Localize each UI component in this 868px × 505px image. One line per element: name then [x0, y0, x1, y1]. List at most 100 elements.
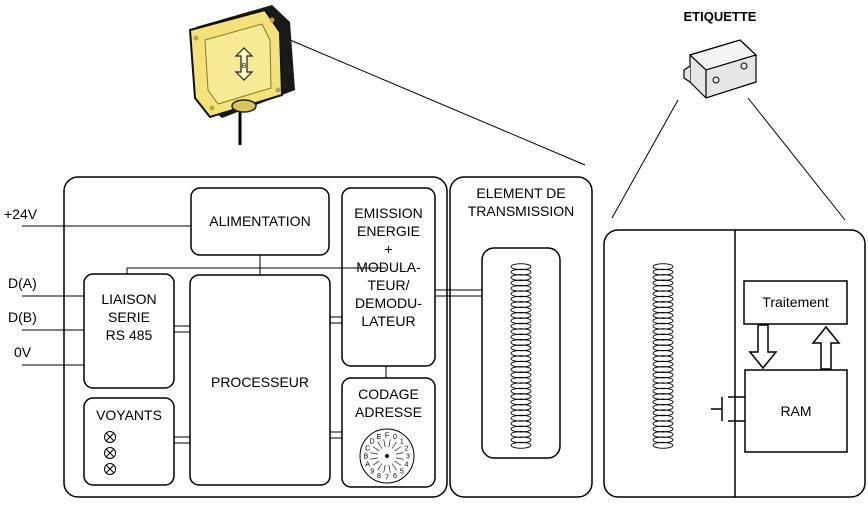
dial-digit: 5 [400, 468, 404, 475]
coil-turn [510, 349, 532, 357]
coil-turn [652, 382, 674, 390]
coil-turn [652, 295, 674, 303]
reader-arrow-icon: B [234, 47, 254, 81]
coil-turn [510, 279, 532, 287]
coil-turn [510, 333, 532, 341]
reader-device-illustration: B [188, 5, 295, 145]
coil-turn [652, 274, 674, 281]
coil-turn [652, 420, 674, 428]
dial-tick [377, 441, 383, 449]
up-arrow-icon [811, 325, 841, 370]
etiquette-title: ETIQUETTE [683, 9, 757, 24]
processeur-label: PROCESSEUR [210, 374, 310, 390]
dial-digit: E [377, 434, 382, 441]
dial-digit: 3 [406, 454, 410, 461]
coil-turn [652, 279, 674, 287]
coil-turn [510, 355, 532, 363]
coil-turn [652, 393, 674, 401]
coil-turn [652, 441, 674, 449]
dial-tick [394, 460, 402, 466]
zero-signal-label: 0V [14, 344, 32, 360]
transmission-line: TRANSMISSION [467, 203, 575, 219]
coil-turn [510, 431, 532, 438]
dial-tick [394, 446, 402, 452]
emission-line: DEMODU- [355, 295, 422, 311]
coil-turn [652, 387, 674, 395]
coil-turn [652, 284, 674, 292]
ram-label: RAM [780, 403, 812, 419]
coil-turn [652, 360, 674, 368]
coil-turn [510, 366, 532, 373]
dial-tick [383, 439, 386, 448]
coil-turn [652, 339, 674, 346]
internal-buses [174, 289, 482, 444]
dial-digit: F [385, 433, 389, 440]
emission-line: MODULA- [356, 259, 421, 275]
dial-digit: 4 [404, 462, 408, 469]
coil-turn [510, 301, 532, 309]
coil-turn [510, 393, 532, 401]
coil-turn [510, 376, 532, 384]
dial-tick [388, 464, 391, 473]
coil-turn [510, 441, 532, 449]
liaison-line: RS 485 [105, 327, 153, 343]
coil-turn [652, 268, 674, 276]
coil-turn [510, 311, 532, 319]
coil-turn [510, 414, 532, 422]
coil-turn [510, 328, 532, 336]
traitement-box [743, 280, 848, 325]
coil-turn [652, 366, 674, 373]
voyants-label: VOYANTS [96, 407, 162, 423]
coil-turn [652, 322, 674, 330]
dial-tick [391, 441, 397, 449]
coil-turn [510, 317, 532, 325]
dial-digit: D [370, 439, 375, 446]
dial-tick [388, 439, 391, 448]
coil-turn [652, 436, 674, 444]
coil-turn [652, 371, 674, 379]
coil-turn [510, 274, 532, 281]
coil-turn [510, 382, 532, 390]
coil-turn [510, 398, 532, 406]
coil-turn [510, 339, 532, 346]
dial-digit: 2 [404, 446, 408, 453]
down-arrow-icon [748, 324, 778, 370]
coil-turn [652, 376, 674, 384]
emission-line: + [384, 241, 393, 257]
coil-turn [510, 409, 532, 417]
liaison-box [83, 273, 175, 389]
svg-text:B: B [242, 63, 247, 70]
power-signal-label: +24V [4, 206, 38, 222]
coil-turn [510, 403, 532, 411]
coil-turn [652, 311, 674, 319]
dial-digit: 9 [370, 468, 374, 475]
reader-face [204, 23, 272, 105]
dial-tick [372, 460, 380, 466]
coil-turn [652, 355, 674, 363]
coil-turn [510, 371, 532, 379]
emission-line: TEUR/ [367, 277, 410, 293]
codage-line: ADRESSE [355, 404, 422, 420]
emission-label: EMISSION ENERGIE + MODULA- TEUR/ DEMODU-… [342, 204, 435, 330]
dial-digit: A [365, 462, 370, 469]
coil-turn [652, 398, 674, 406]
coil-turn [510, 284, 532, 292]
coil-turn [652, 301, 674, 309]
dial-tick [395, 457, 404, 460]
emission-line: EMISSION [354, 205, 423, 221]
coil-turn [652, 403, 674, 411]
coil-turn [652, 409, 674, 417]
tag-coil-icon [652, 263, 674, 449]
dial-digit: 6 [393, 473, 397, 480]
dial-digit: 7 [385, 475, 389, 482]
coil-turn [652, 328, 674, 336]
coil-turn [510, 306, 532, 314]
emission-box [341, 187, 436, 367]
reader-outer-box [63, 176, 448, 498]
coil-turn [652, 349, 674, 357]
coil-turn [510, 420, 532, 428]
codage-line: CODAGE [358, 386, 419, 402]
